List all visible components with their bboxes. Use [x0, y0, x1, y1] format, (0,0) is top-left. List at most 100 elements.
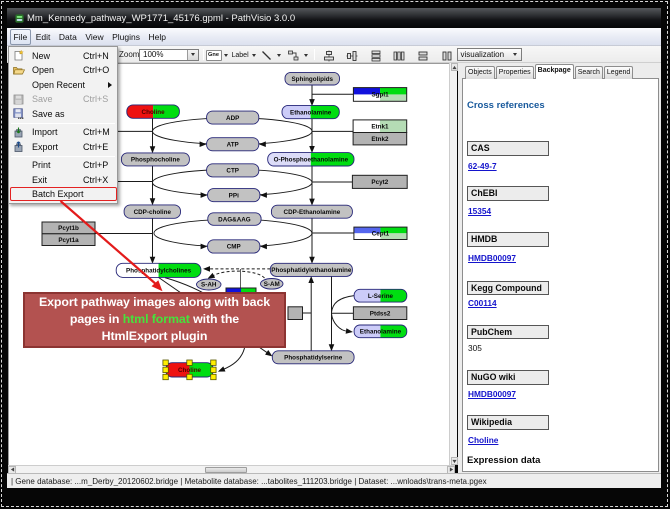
connector-dropdown-icon[interactable]: [302, 50, 310, 61]
node-l-serine[interactable]: L-Serine: [353, 288, 408, 303]
canvas-horizontal-scrollbar[interactable]: [8, 465, 455, 474]
xref-link-nugo-wiki[interactable]: HMDB00097: [468, 389, 516, 399]
visualization-combobox[interactable]: visualization: [456, 48, 522, 61]
zoom-dropdown-icon[interactable]: [187, 49, 198, 60]
stack-horizontal-icon[interactable]: [393, 50, 406, 62]
node-sgpl1[interactable]: Sgpl1: [352, 87, 408, 102]
xref-link-cas[interactable]: 62-49-7: [468, 160, 497, 171]
line-dropdown-icon[interactable]: [275, 50, 283, 61]
node-phosphatidylserine[interactable]: Phosphatidylserine: [271, 350, 355, 365]
canvas-vertical-scrollbar[interactable]: [449, 63, 458, 465]
node-etnk1[interactable]: Etnk1: [352, 119, 408, 134]
tab-legend[interactable]: Legend: [603, 66, 634, 79]
node-adp[interactable]: ADP: [206, 110, 260, 125]
common-width-icon[interactable]: [417, 50, 430, 62]
node-dag-aag[interactable]: DAG&AAG: [207, 212, 262, 226]
node-cdp-ethanolamine[interactable]: CDP-Ethanolamine: [270, 204, 353, 219]
node-ptdss2[interactable]: Ptdss2: [352, 306, 408, 320]
edge-arrowhead: [200, 243, 208, 250]
common-height-icon[interactable]: [441, 50, 454, 62]
node-ethanolamine-bottom[interactable]: Ethanolamine: [353, 324, 408, 339]
align-middle-icon[interactable]: [345, 50, 358, 62]
selection-handle[interactable]: [210, 366, 217, 373]
gene-datanode-button[interactable]: Gne: [205, 49, 222, 61]
gene-dropdown-icon[interactable]: [222, 50, 230, 61]
file-menu-item-batch-export[interactable]: Batch Export: [9, 187, 117, 202]
edge-arrowhead: [309, 99, 315, 107]
stack-vertical-icon[interactable]: [369, 50, 382, 62]
tab-backpage[interactable]: Backpage: [534, 64, 574, 79]
menu-view[interactable]: View: [85, 32, 104, 42]
connector-tool-icon[interactable]: [287, 50, 299, 61]
pathway-edge[interactable]: [331, 313, 348, 332]
dropdown-arrow-icon: [191, 53, 195, 57]
node-cept1[interactable]: Cept1: [353, 226, 408, 241]
file-menu-item-save-as[interactable]: Save as: [9, 107, 117, 122]
menu-item-label: New: [32, 50, 51, 61]
tab-properties[interactable]: Properties: [495, 66, 534, 79]
menu-help[interactable]: Help: [148, 32, 166, 42]
scroll-down-icon[interactable]: [450, 457, 458, 465]
edge-arrowhead: [203, 266, 210, 272]
zoom-combobox[interactable]: 100%: [139, 48, 199, 61]
dropdown-arrow-icon: [303, 53, 308, 57]
node-s-am[interactable]: S-AM: [260, 278, 284, 290]
line-tool-icon[interactable]: [260, 50, 272, 61]
node-choline-top[interactable]: Choline: [126, 104, 180, 119]
node-etnk2[interactable]: Etnk2: [352, 132, 408, 146]
horizontal-scroll-thumb[interactable]: [205, 466, 247, 473]
node-ppi[interactable]: PPi: [207, 188, 261, 203]
xref-link-chebi[interactable]: 15354: [468, 206, 492, 216]
node-cdp-choline[interactable]: CDP-choline: [123, 204, 181, 219]
visualization-dropdown-icon[interactable]: [510, 49, 521, 60]
node-pcyt1b[interactable]: Pcyt1b: [41, 221, 96, 235]
selection-handle[interactable]: [162, 359, 169, 366]
label-button[interactable]: Label: [232, 50, 249, 61]
menu-item-label: Export: [32, 141, 59, 152]
selection-handle[interactable]: [162, 366, 169, 373]
node-phosphocholine[interactable]: Phosphocholine: [120, 152, 190, 167]
scroll-up-icon[interactable]: [450, 63, 458, 71]
node-o-phosphoethanolamine[interactable]: O-Phosphoethanolamine: [267, 152, 355, 167]
tab-search[interactable]: Search: [574, 66, 603, 79]
pathway-edge[interactable]: [212, 270, 265, 279]
tab-objects[interactable]: Objects: [465, 66, 495, 79]
edge-arrowhead: [259, 243, 267, 250]
node-pisd[interactable]: [287, 306, 303, 320]
menu-edit[interactable]: Edit: [35, 32, 51, 42]
selection-handle[interactable]: [186, 373, 193, 381]
pathway-edge[interactable]: [331, 295, 355, 313]
align-center-icon[interactable]: [322, 50, 335, 62]
node-phosphatidylcholines[interactable]: Phosphatidylcholines: [115, 262, 202, 278]
selection-handle[interactable]: [186, 359, 193, 366]
node-s-ah[interactable]: S-AH: [196, 278, 222, 291]
menu-file[interactable]: File: [10, 29, 31, 45]
node-atp[interactable]: ATP: [206, 137, 260, 152]
xref-link-wikipedia[interactable]: Choline: [468, 434, 499, 445]
node-pcyt1a[interactable]: Pcyt1a: [41, 233, 96, 247]
menu-data[interactable]: Data: [58, 32, 77, 42]
xref-link-hmdb[interactable]: HMDB00097: [468, 252, 516, 263]
title-bar[interactable]: Mm_Kennedy_pathway_WP1771_45176.gpml - P…: [7, 8, 661, 28]
xref-link-kegg-compound[interactable]: C00114: [468, 298, 497, 308]
menu-plugins[interactable]: Plugins: [112, 32, 140, 42]
node-sphingolipids[interactable]: Sphingolipids: [284, 71, 340, 86]
node-choline-bottom[interactable]: Choline: [162, 359, 217, 381]
node-ctp[interactable]: CTP: [206, 163, 260, 178]
node-ethanolamine-top[interactable]: Ethanolamine: [281, 104, 340, 120]
selection-handle[interactable]: [162, 373, 169, 381]
node-cmp[interactable]: CMP: [207, 239, 261, 254]
selection-handle[interactable]: [210, 373, 217, 381]
node-pcyt2[interactable]: Pcyt2: [351, 174, 408, 189]
file-menu-item-open-recent[interactable]: Open Recent: [9, 78, 117, 93]
selection-handle[interactable]: [210, 359, 217, 366]
node-phosphatidylethanolamine[interactable]: Phosphatidylethanolamine: [269, 262, 353, 277]
label-dropdown-icon[interactable]: [250, 50, 258, 61]
